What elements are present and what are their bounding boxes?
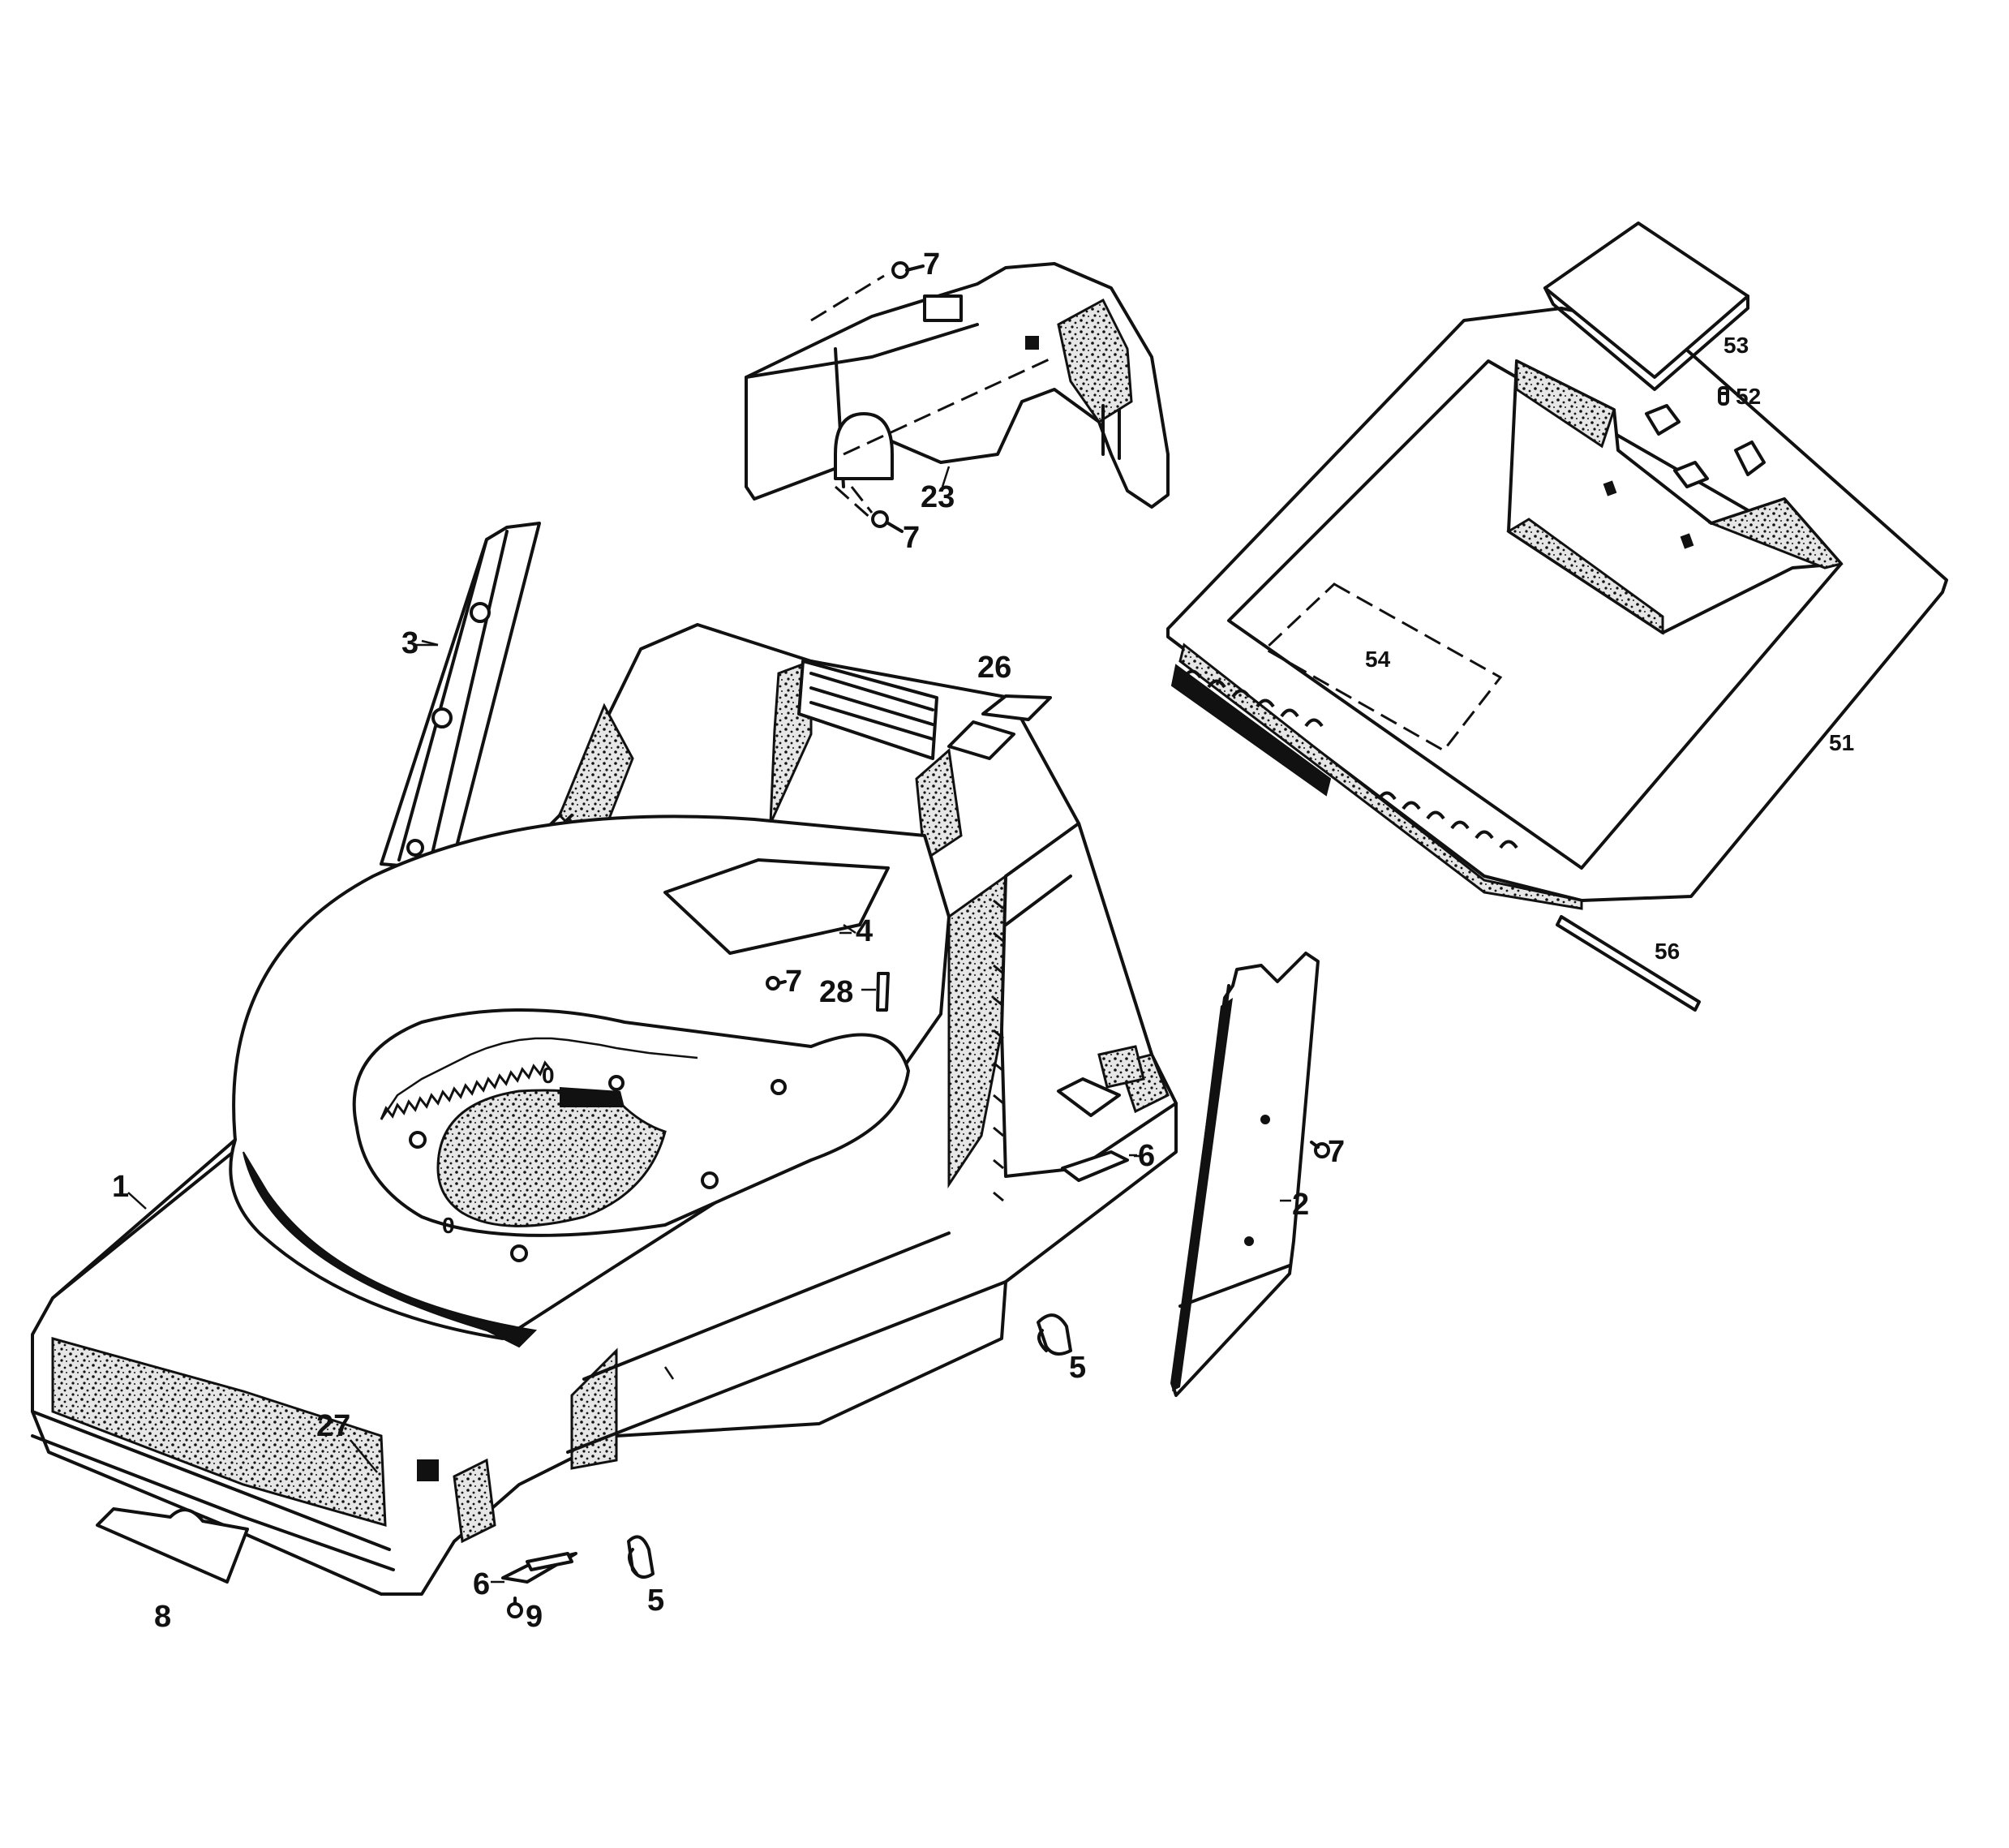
pad-part-26 (981, 694, 1052, 721)
grassbox-lid-part-51 (1166, 307, 1948, 910)
callout-23: 23 (921, 480, 955, 514)
callout-7-deck: 7 (785, 965, 802, 999)
clip-part-5-side (1037, 1313, 1072, 1356)
callout-9: 9 (526, 1600, 543, 1634)
callout-7-top: 7 (923, 247, 940, 281)
handle-cover-part-53 (1543, 221, 1749, 391)
callout-4: 4 (856, 914, 873, 948)
screw-7-mid (850, 486, 904, 533)
callout-8: 8 (154, 1600, 171, 1634)
screw-7-top (810, 261, 925, 322)
mower-deck-part-1 (31, 623, 1178, 1596)
callout-28: 28 (819, 975, 853, 1009)
callout-26: 26 (977, 651, 1011, 685)
callout-53: 53 (1724, 333, 1749, 358)
rear-cover-part-23 (745, 262, 1170, 521)
callout-1: 1 (112, 1170, 129, 1204)
screw-7-side (1310, 1141, 1330, 1158)
callout-51: 51 (1829, 730, 1854, 755)
screw-part-9 (507, 1597, 523, 1618)
clip-part-5-front (627, 1535, 655, 1579)
callout-7-side: 7 (1328, 1135, 1345, 1169)
rod-part-56 (1556, 915, 1701, 1012)
svg-text:0: 0 (542, 1063, 555, 1088)
front-flap-part-8 (96, 1507, 249, 1584)
callout-labels: 1 2 3 4 5 5 6 6 7 7 7 7 8 9 23 26 27 28 … (112, 247, 1854, 1634)
label-27-leader (350, 1439, 378, 1473)
callout-5-front: 5 (647, 1584, 664, 1618)
side-panel-part-2 (1170, 952, 1320, 1397)
callout-5-side: 5 (1069, 1351, 1086, 1385)
screw-7-deck (766, 976, 787, 991)
bracket-part-6-side (1057, 1077, 1137, 1182)
callout-2: 2 (1292, 1188, 1309, 1222)
label-23-leader (941, 466, 951, 488)
top-plate-part-4 (663, 858, 890, 955)
deck-mark-left: 0 (442, 1213, 455, 1238)
svg-text:0: 0 (442, 1213, 455, 1238)
bracket-part-6-front (491, 1552, 577, 1584)
callout-54: 54 (1365, 647, 1391, 672)
callout-7-mid: 7 (903, 521, 920, 555)
trim-rail-part-3 (380, 522, 541, 870)
deck-mark-top: 0 (542, 1063, 555, 1088)
callout-56: 56 (1655, 939, 1680, 964)
callout-6-side: 6 (1138, 1139, 1155, 1173)
callout-3: 3 (401, 626, 419, 660)
callout-6-front: 6 (473, 1567, 490, 1601)
screw-part-52 (1718, 386, 1729, 406)
callout-52: 52 (1736, 384, 1761, 409)
callout-27: 27 (316, 1409, 350, 1443)
tag-part-28 (861, 972, 890, 1012)
leader-lines (127, 639, 1144, 1380)
